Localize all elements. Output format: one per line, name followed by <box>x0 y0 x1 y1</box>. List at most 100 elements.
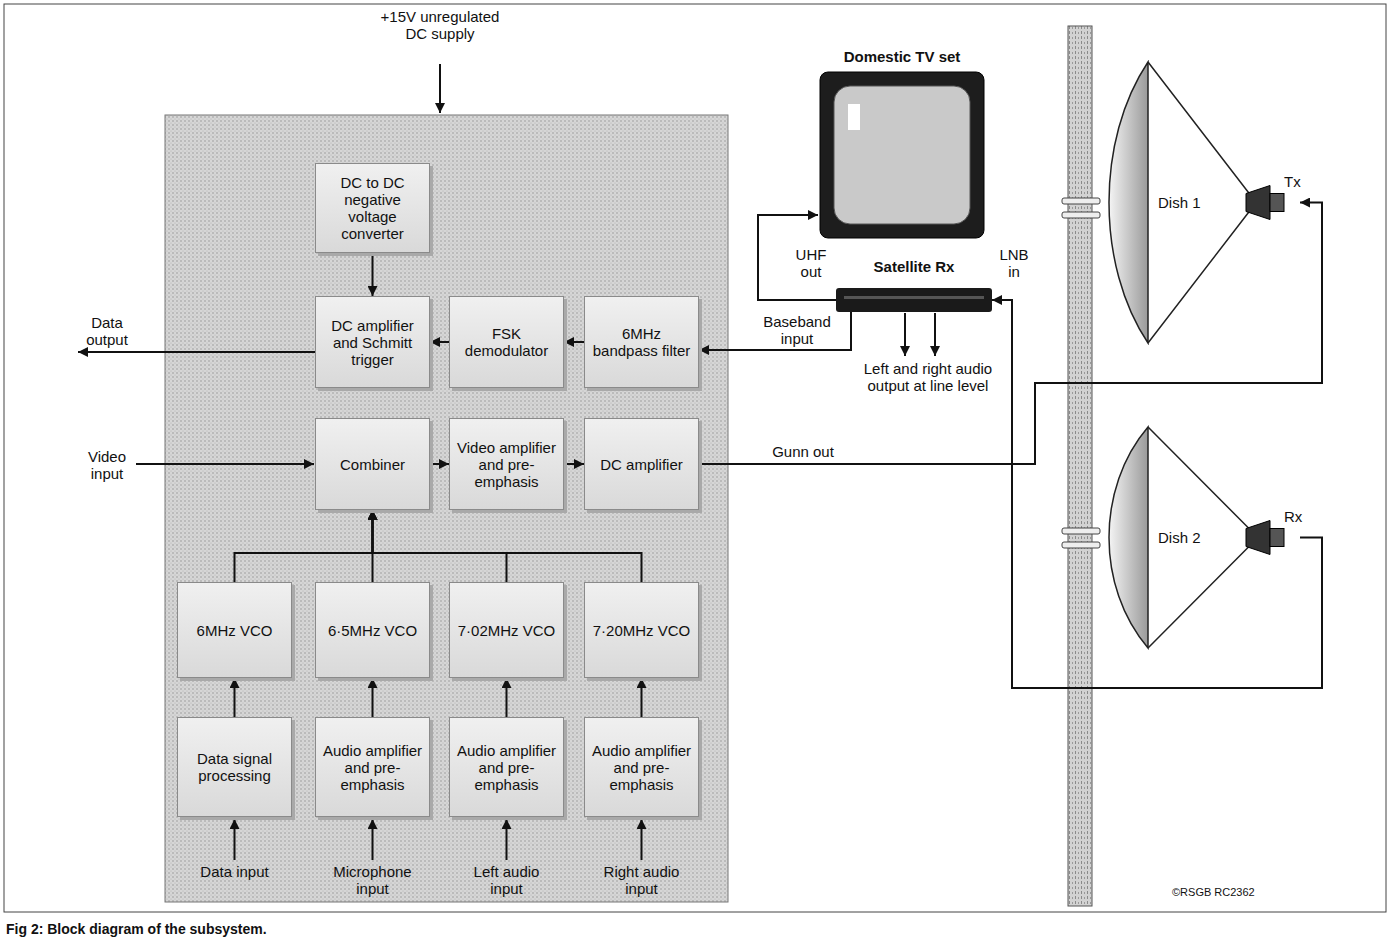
node-label: 7·20MHz VCO <box>593 622 691 639</box>
node-label: Dish 1 <box>1158 194 1201 211</box>
process-box: DC amplifier <box>584 418 699 510</box>
tv-cabinet <box>820 72 984 238</box>
node-label: FSK demodulator <box>456 325 557 359</box>
node-label: Video amplifier and pre-emphasis <box>456 439 557 490</box>
node-label: Audio amplifier and pre-emphasis <box>591 742 692 793</box>
amplifier-box: Audio amplifier and pre-emphasis <box>584 717 699 817</box>
box-text: Audio amplifier and pre-emphasis <box>450 738 563 797</box>
output-arrow <box>934 313 936 356</box>
signal-label: Microphone input <box>325 863 420 897</box>
box-text: 6MHz bandpass filter <box>585 321 698 363</box>
box-text: Combiner <box>334 452 411 477</box>
signal-connector <box>564 341 584 343</box>
node-label: 7·02MHz VCO <box>458 622 556 639</box>
node-label: Satellite Rx <box>836 258 992 276</box>
feed-horn <box>1246 186 1270 220</box>
signal-label: Data output <box>76 314 138 348</box>
feed-strut <box>1148 427 1250 648</box>
port-label: Tx <box>1284 173 1301 190</box>
box-text: Video amplifier and pre-emphasis <box>450 435 563 494</box>
amplifier-box: Audio amplifier and pre-emphasis <box>449 717 564 817</box>
process-box: DC amplifier and Schmitt trigger <box>315 296 430 388</box>
node-label: Dish 2 <box>1158 529 1201 546</box>
box-text: DC to DC negative voltage converter <box>316 170 429 246</box>
vco-box: 7·02MHz VCO <box>449 582 564 678</box>
node-label: DC to DC negative voltage converter <box>322 174 423 242</box>
dish-antenna: Dish 1 Tx <box>1100 60 1300 345</box>
box-text: DC amplifier and Schmitt trigger <box>316 313 429 372</box>
feed-strut <box>1148 62 1250 343</box>
box-text: FSK demodulator <box>450 321 563 363</box>
dish-antenna: Dish 2Rx <box>1100 425 1300 650</box>
mast-pole <box>1068 26 1092 906</box>
signal-connector <box>699 203 1322 465</box>
mast-clamp <box>1062 528 1100 534</box>
signal-label: Right audio input <box>594 863 689 897</box>
signal-connector <box>564 463 584 465</box>
signal-label: Left and right audio output at line leve… <box>858 360 998 394</box>
figure-caption: Fig 2: Block diagram of the subsystem. <box>6 921 267 937</box>
input-arrow <box>136 463 314 465</box>
output-arrow <box>904 313 906 356</box>
feed-horn <box>1246 521 1270 555</box>
vco-box: 7·20MHz VCO <box>584 582 699 678</box>
vco-box: 6·5MHz VCO <box>315 582 430 678</box>
process-box: FSK demodulator <box>449 296 564 388</box>
receiver-stripe <box>844 296 984 299</box>
node-label: Combiner <box>340 456 405 473</box>
input-arrow <box>641 819 643 860</box>
converter-box: DC to DC negative voltage converter <box>315 163 430 253</box>
node-label: 6MHz VCO <box>197 622 273 639</box>
signal-label: +15V unregulated DC supply <box>370 8 510 42</box>
dish-reflector <box>1109 427 1148 648</box>
signal-connector <box>372 678 374 717</box>
mast-clamp <box>1062 198 1100 204</box>
satellite-receiver: Satellite Rx <box>836 258 992 312</box>
node-label: Domestic TV set <box>818 48 986 66</box>
input-arrow <box>506 819 508 860</box>
process-box: Data signal processing <box>177 717 292 817</box>
vco-box: 6MHz VCO <box>177 582 292 678</box>
process-box: Combiner <box>315 418 430 510</box>
signal-connector <box>235 510 373 582</box>
signal-label: Data input <box>187 863 282 880</box>
input-arrow <box>234 819 236 860</box>
box-text: 6·5MHz VCO <box>322 618 423 643</box>
signal-connector <box>430 463 449 465</box>
copyright-note: ©RSGB RC2362 <box>1172 884 1292 901</box>
box-text: Audio amplifier and pre-emphasis <box>585 738 698 797</box>
figure-frame <box>4 4 1386 912</box>
box-text: Audio amplifier and pre-emphasis <box>316 738 429 797</box>
signal-connector <box>373 510 642 582</box>
box-text: Data signal processing <box>178 746 291 788</box>
signal-connector <box>234 678 236 717</box>
connector-label: Gunn out <box>766 443 840 460</box>
input-arrow <box>372 819 374 860</box>
amplifier-box: Audio amplifier and pre-emphasis <box>315 717 430 817</box>
signal-connector <box>373 510 507 582</box>
tv-set: Domestic TV set <box>818 48 986 240</box>
signal-connector <box>506 678 508 717</box>
signal-label: LNB in <box>994 246 1034 280</box>
filter-box: 6MHz bandpass filter <box>584 296 699 388</box>
node-label: Data signal processing <box>184 750 285 784</box>
supply-arrow <box>439 64 441 113</box>
tv-artwork <box>818 48 986 240</box>
signal-connector <box>372 253 374 296</box>
box-text: DC amplifier <box>594 452 689 477</box>
signal-connector <box>430 341 449 343</box>
signal-connector <box>641 678 643 717</box>
signal-connector <box>699 312 851 350</box>
screen-highlight <box>848 104 860 130</box>
connector-label: Baseband input <box>758 313 836 347</box>
tv-screen <box>834 86 970 224</box>
subsystem-panel <box>165 115 728 902</box>
feed-body <box>1270 529 1284 547</box>
node-label: 6·5MHz VCO <box>328 622 417 639</box>
receiver-body <box>836 288 992 312</box>
process-box: Video amplifier and pre-emphasis <box>449 418 564 510</box>
node-label: DC amplifier <box>600 456 683 473</box>
node-label: Audio amplifier and pre-emphasis <box>322 742 423 793</box>
feed-body <box>1270 194 1284 212</box>
mast-clamp <box>1062 212 1100 218</box>
